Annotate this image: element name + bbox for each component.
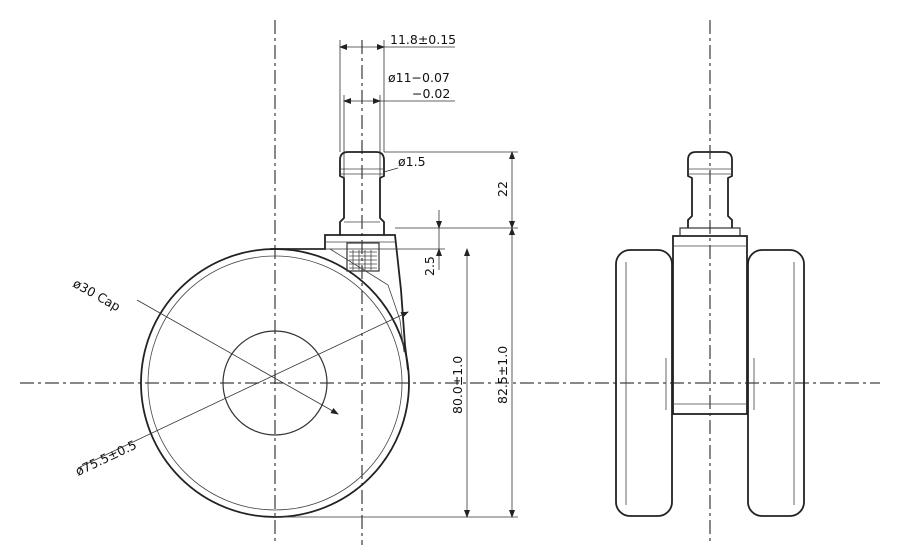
label-groove-dia: ø1.5 — [398, 154, 426, 169]
side-view — [140, 151, 410, 518]
dimension-labels: 11.8±0.15 ø11−0.07 −0.02 ø1.5 22 2.5 80.… — [71, 32, 510, 479]
leader-cap-dia — [136, 299, 339, 415]
center-lines — [20, 20, 880, 545]
label-gap: 2.5 — [422, 256, 437, 276]
label-total-height: 82.5±1.0 — [495, 346, 510, 404]
front-top-plate — [679, 227, 741, 237]
wheel-inner-circle — [147, 255, 403, 511]
leader-wheel-dia — [77, 311, 409, 469]
front-view — [615, 151, 805, 517]
label-cap-dia: ø30 Cap — [71, 276, 124, 315]
label-wheel-height: 80.0±1.0 — [450, 356, 465, 414]
stem-outline — [339, 151, 385, 235]
left-tire — [615, 249, 673, 517]
housing-inner-line — [329, 248, 405, 353]
hub-cap-circle — [222, 330, 328, 436]
right-tire — [747, 249, 805, 517]
dimension-lines — [77, 40, 518, 518]
housing-outline — [270, 234, 409, 371]
label-stem-length: 22 — [495, 181, 510, 197]
label-stem-dia-upper: ø11−0.07 — [388, 70, 450, 85]
label-wheel-dia: ø75.5±0.5 — [73, 437, 139, 479]
bearing-plate — [346, 242, 380, 272]
bearing-hatch — [349, 250, 377, 270]
label-stem-dia-lower: −0.02 — [412, 86, 450, 101]
label-stem-width: 11.8±0.15 — [390, 32, 456, 47]
leader-groove — [383, 167, 399, 173]
front-stem-outline — [687, 151, 733, 228]
